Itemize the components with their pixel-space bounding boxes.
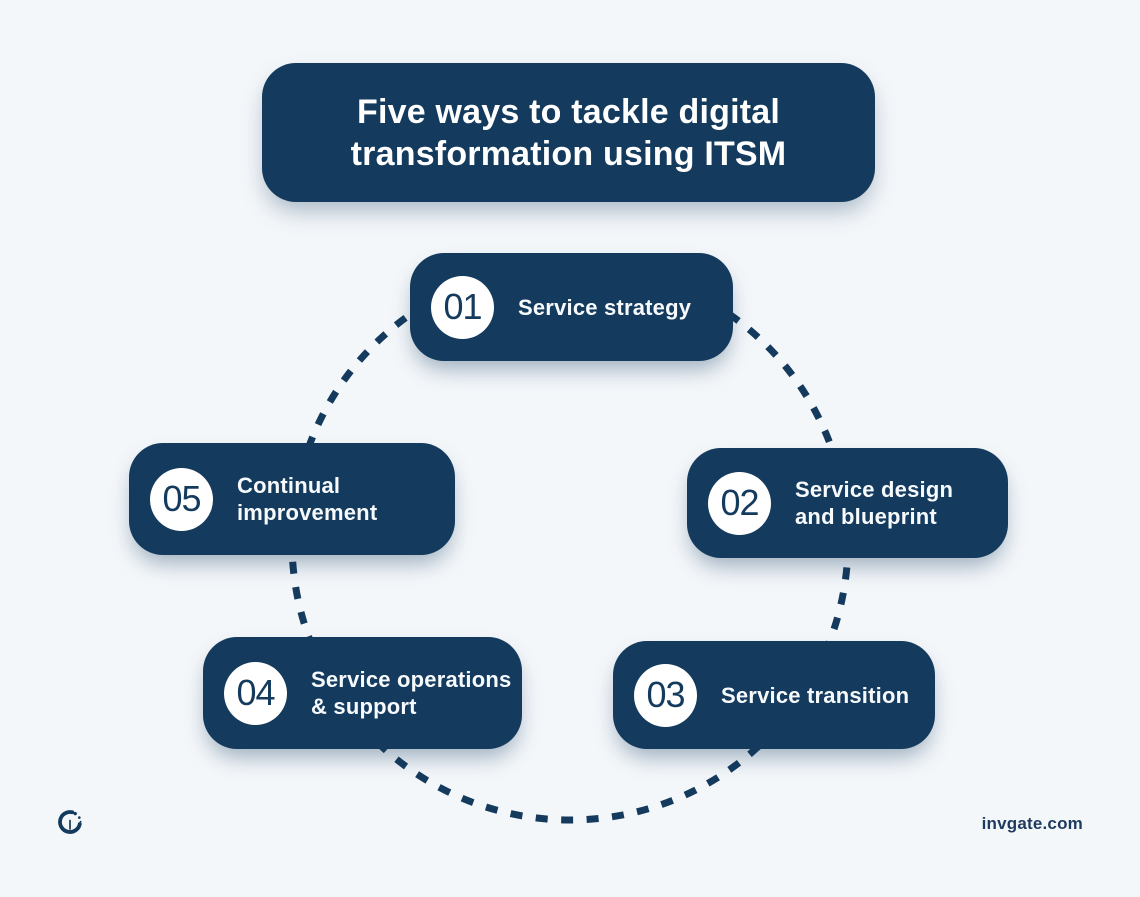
page-title: Five ways to tackle digital transformati… bbox=[350, 92, 787, 173]
site-url: invgate.com bbox=[981, 814, 1083, 833]
step-pill-service-strategy: 01 Service strategy bbox=[410, 253, 733, 361]
step-label: Service transition bbox=[721, 682, 910, 708]
invgate-logo-icon bbox=[58, 810, 82, 834]
step-number-badge: 05 bbox=[150, 467, 213, 531]
step-pill-service-transition: 03 Service transition bbox=[613, 641, 935, 749]
title-banner: Five ways to tackle digital transformati… bbox=[262, 63, 875, 202]
step-label: Continual improvement bbox=[237, 473, 378, 525]
step-label: Service operations & support bbox=[311, 667, 512, 719]
step-label: Service design and blueprint bbox=[795, 477, 954, 529]
step-number-badge: 01 bbox=[431, 275, 494, 339]
step-label: Service strategy bbox=[518, 294, 692, 320]
step-number-badge: 03 bbox=[634, 663, 697, 727]
step-number-badge: 02 bbox=[708, 471, 771, 535]
step-pill-service-design: 02 Service design and blueprint bbox=[687, 448, 1008, 558]
step-pill-service-operations: 04 Service operations & support bbox=[203, 637, 522, 749]
step-number-badge: 04 bbox=[224, 661, 287, 725]
step-pill-continual-improvement: 05 Continual improvement bbox=[129, 443, 455, 555]
